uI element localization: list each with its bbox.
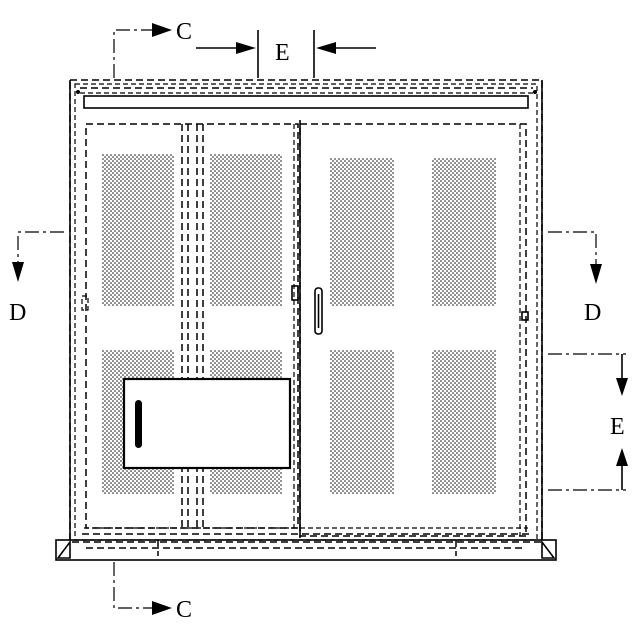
section-d-right-arrow — [590, 264, 602, 284]
dimension-e-top-left-arrow — [236, 42, 256, 54]
dimension-e-top: E — [196, 30, 376, 78]
dimension-e-right: E — [548, 354, 628, 490]
vent-panel-right-bottom-1 — [330, 350, 394, 494]
dimension-e-right-label: E — [610, 414, 625, 440]
access-panel — [124, 379, 290, 468]
vent-panel-left-top-2 — [210, 154, 282, 306]
section-c-bottom-indicator: C — [114, 562, 192, 623]
access-panel-handle — [135, 400, 142, 448]
section-c-top-arrow — [152, 23, 172, 37]
dimension-e-top-label: E — [275, 40, 290, 66]
door-handle — [315, 288, 322, 334]
vent-panel-right-bottom-2 — [432, 350, 496, 494]
vent-panel-right-top-1 — [330, 158, 394, 306]
section-d-left-arrow — [12, 262, 24, 282]
dimension-e-top-right-arrow — [316, 42, 336, 54]
section-d-left-indicator: D — [9, 232, 64, 326]
section-c-bottom-label: C — [176, 597, 192, 623]
section-c-bottom-arrow — [152, 601, 172, 615]
vent-panel-right-top-2 — [432, 158, 496, 306]
section-d-left-label: D — [9, 300, 26, 326]
cabinet-base — [56, 528, 556, 560]
section-c-top-indicator: C — [114, 19, 192, 78]
dimension-e-right-down-arrow — [616, 378, 628, 396]
section-c-top-label: C — [176, 19, 192, 45]
section-d-right-label: D — [584, 300, 601, 326]
section-d-right-indicator: D — [548, 232, 602, 326]
vent-panel-left-top-1 — [102, 154, 174, 306]
dimension-e-right-up-arrow — [616, 448, 628, 466]
